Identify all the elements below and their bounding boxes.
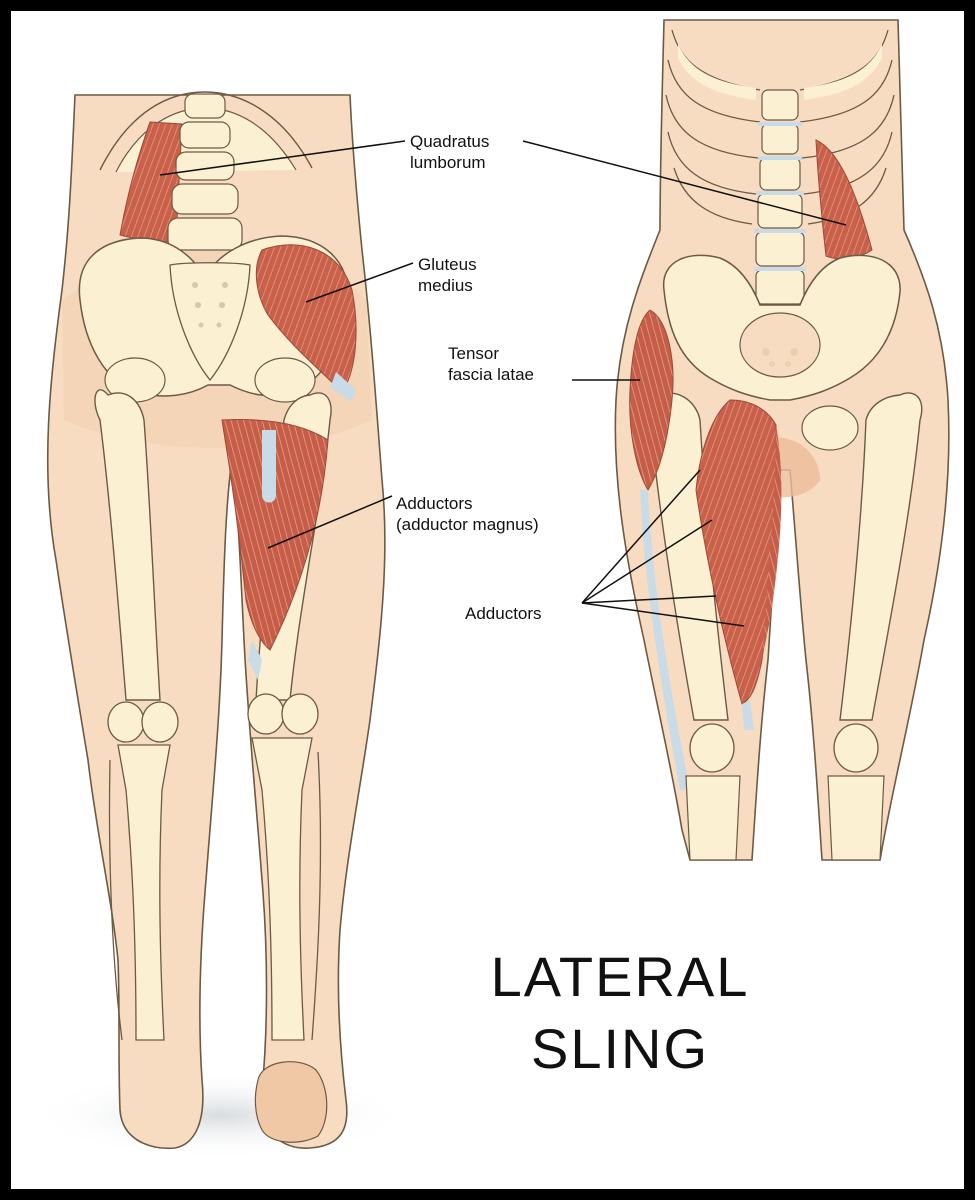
leader-lines (159, 140, 847, 627)
floor-shadow (30, 1070, 410, 1160)
anterior-knees (685, 723, 885, 861)
leader-adductor-magnus (267, 495, 393, 549)
pelvic-inlet (739, 312, 821, 378)
posterior-ribs (99, 91, 313, 171)
leader-quadratus-anterior (522, 140, 847, 226)
sacrum (169, 262, 251, 382)
lumbar-spine (167, 93, 243, 251)
leader-adductors-4 (581, 602, 745, 627)
posterior-view (30, 91, 410, 1160)
leader-adductors-3 (581, 595, 717, 604)
leader-quadratus-posterior (159, 140, 406, 176)
label-adductors-magnus: Adductors (adductor magnus) (396, 494, 539, 534)
label-gluteus-medius: Gluteus medius (418, 255, 477, 295)
anterior-spine (754, 89, 806, 305)
right-femur-anterior (839, 392, 923, 721)
adductor-magnus-muscle (221, 419, 329, 651)
right-heel (254, 1061, 328, 1143)
posterior-knees (107, 693, 319, 743)
right-tibia-posterior (251, 737, 313, 1041)
label-quadratus-lumborum: Quadratus lumborum (410, 132, 490, 172)
left-tibia-posterior (117, 744, 171, 1041)
title-line-2: SLING (530, 1017, 710, 1080)
label-tensor-fascia-latae: Tensor fascia latae (448, 344, 534, 384)
leader-gluteus-medius (305, 262, 414, 303)
label-adductors: Adductors (465, 604, 542, 623)
leader-adductors-2 (581, 519, 713, 604)
leader-adductors-1 (581, 469, 701, 604)
left-femur-posterior (94, 389, 161, 701)
anterior-view (614, 19, 950, 861)
iliotibial-band (640, 490, 690, 790)
title-line-1: LATERAL (490, 945, 750, 1008)
